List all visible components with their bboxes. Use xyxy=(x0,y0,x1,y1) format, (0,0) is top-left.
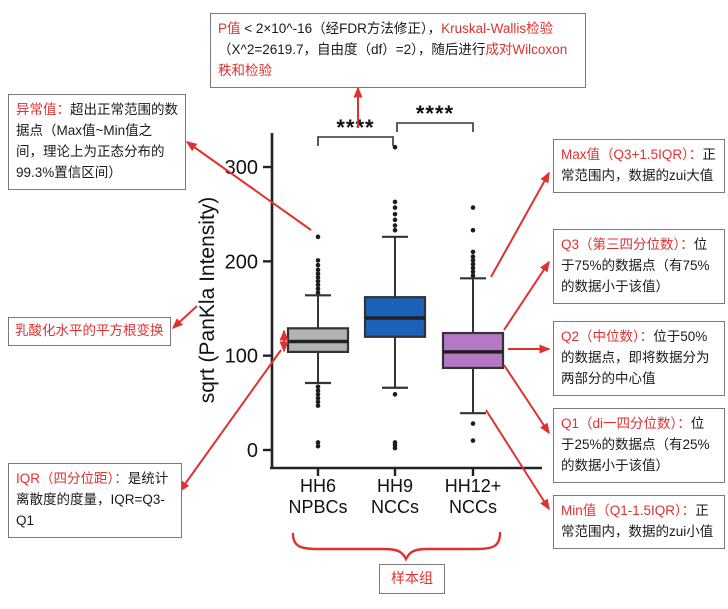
sqrt-transform-label: 乳酸化水平的平方根变换 xyxy=(15,323,164,338)
outlier-annotation: 异常值：超出正常范围的数据点（Max值~Min值之间，理论上为正态分布的99.3… xyxy=(8,94,186,190)
outlier-0-3 xyxy=(315,278,321,284)
ytick-label-300: 300 xyxy=(225,157,258,179)
sig-stars-1: **** xyxy=(416,101,454,126)
outlier-0-17 xyxy=(315,443,321,449)
outlier-1-2 xyxy=(392,217,398,223)
chart-layer: 0 100 200 300 sqrt (PanKla Intensity) HH6NPBC… xyxy=(196,101,542,517)
outlier-0-6 xyxy=(315,267,321,273)
q1-connector xyxy=(503,364,550,435)
xlabel-1-line1: HH9 xyxy=(377,476,413,496)
outlier-2-1 xyxy=(470,269,476,275)
outlier-0-7 xyxy=(315,262,321,268)
max-annotation: Max值（Q3+1.5IQR）：正常范围内，数据的zui大值 xyxy=(553,139,725,193)
outlier-0-8 xyxy=(315,258,321,263)
outlier-2-0 xyxy=(470,273,476,278)
min-connector xyxy=(485,409,550,511)
outlier-0-11 xyxy=(315,388,321,393)
outlier-1-4 xyxy=(392,205,398,210)
outlier-1-7 xyxy=(392,392,398,397)
pvalue-seg-2: < 2×10^-16（经FDR方法修正）， xyxy=(240,21,442,36)
outlier-0-12 xyxy=(315,392,321,397)
min-annotation-term: Min值（Q1-1.5IQR）： xyxy=(561,503,696,518)
iqr-annotation-term: IQR（四分位距）： xyxy=(16,471,128,486)
sqrt-transform-arrow xyxy=(171,305,198,330)
outlier-0-1 xyxy=(315,286,321,291)
q1-annotation-term: Q1（di一四分位数）： xyxy=(561,416,691,431)
q3-annotation-term: Q3（第三四分位数）： xyxy=(561,237,694,252)
outlier-0-15 xyxy=(315,403,321,408)
sig-stars-0: **** xyxy=(336,115,374,140)
outlier-0-10 xyxy=(315,384,321,390)
xlabel-2-line2: NCCs xyxy=(449,497,497,517)
outlier-2-10 xyxy=(470,438,476,443)
pvalue-seg-1: P值 xyxy=(218,21,241,36)
q2-annotation-body: 位于50%的数据点，即将数据分为两部分的中心值 xyxy=(561,329,710,386)
ytick-label-200: 200 xyxy=(225,251,258,273)
outlier-annotation-body: 超出正常范围的数据点（Max值~Min值之间，理论上为正态分布的99.3%置信区… xyxy=(16,102,178,180)
outlier-0-16 xyxy=(315,440,321,445)
sig-bracket-1 xyxy=(396,122,474,132)
outlier-0-4 xyxy=(315,275,321,280)
outlier-1-6 xyxy=(392,144,398,150)
max-annotation-term: Max值（Q3+1.5IQR）： xyxy=(561,147,703,162)
min-annotation-body: 正常范围内，数据的zui小值 xyxy=(561,503,714,539)
q3-annotation: Q3（第三四分位数）：位于75%的数据点（有75%的数据小于该值） xyxy=(553,229,725,304)
outlier-2-2 xyxy=(470,265,476,271)
iqr-annotation: IQR（四分位距）：是统计离散度的度量，IQR=Q3-Q1 xyxy=(8,463,182,538)
iqr-annotation-body: 是统计离散度的度量，IQR=Q3-Q1 xyxy=(16,471,169,528)
xlabel-0-line2: NPBCs xyxy=(288,497,347,517)
outlier-2-7 xyxy=(470,227,476,233)
ytick-label-100: 100 xyxy=(225,346,258,368)
outlier-1-1 xyxy=(392,223,398,228)
max-connector xyxy=(490,171,550,278)
q2-annotation-term: Q2（中位数）： xyxy=(561,329,654,344)
outlier-2-6 xyxy=(470,249,476,255)
xlabel-0-line1: HH6 xyxy=(300,476,336,496)
outlier-2-9 xyxy=(470,421,476,426)
outlier-2-4 xyxy=(470,258,476,263)
min-annotation: Min值（Q1-1.5IQR）：正常范围内，数据的zui小值 xyxy=(553,495,725,549)
q1-annotation: Q1（di一四分位数）：位于25%的数据点（有25%的数据小于该值） xyxy=(553,408,725,483)
outlier-0-5 xyxy=(315,271,321,276)
q1-annotation-body: 位于25%的数据点（有25%的数据小于该值） xyxy=(561,416,710,473)
pvalue-annotation: P值 < 2×10^-16（经FDR方法修正），Kruskal-Wallis检验… xyxy=(210,13,586,88)
outlier-0-13 xyxy=(315,395,321,401)
sample-group-brace xyxy=(291,531,502,562)
sample-group-annotation: 样本组 xyxy=(379,564,445,594)
outlier-2-3 xyxy=(470,261,476,267)
annotation-connectors xyxy=(171,86,551,562)
outlier-2-5 xyxy=(470,254,476,259)
outlier-0-14 xyxy=(315,399,321,405)
sqrt-transform-annotation: 乳酸化水平的平方根变换 xyxy=(8,317,171,346)
iqr-connector xyxy=(179,349,282,493)
sig-bracket-0 xyxy=(317,136,394,146)
sample-group-label: 样本组 xyxy=(391,570,433,586)
xlabel-2-line1: HH12+ xyxy=(445,476,502,496)
q3-annotation-body: 位于75%的数据点（有75%的数据小于该值） xyxy=(561,237,710,294)
q2-annotation: Q2（中位数）：位于50%的数据点，即将数据分为两部分的中心值 xyxy=(553,321,725,396)
outlier-1-0 xyxy=(392,227,398,233)
outlier-0-2 xyxy=(315,282,321,288)
y-axis-title: sqrt (PanKla Intensity) xyxy=(196,197,219,404)
outlier-annotation-term: 异常值： xyxy=(16,102,70,117)
outlier-2-8 xyxy=(470,205,476,210)
pvalue-seg-4: （X^2=2619.7，自由度（df）=2），随后进行 xyxy=(218,41,486,57)
outlier-connector xyxy=(185,141,312,231)
pvalue-seg-3: Kruskal-Wallis检验 xyxy=(441,21,554,36)
outlier-1-3 xyxy=(392,211,398,217)
ytick-label-0: 0 xyxy=(247,440,258,462)
max-annotation-body: 正常范围内，数据的zui大值 xyxy=(561,147,716,183)
outlier-1-5 xyxy=(392,199,398,205)
outlier-0-9 xyxy=(315,234,321,240)
pvalue-seg-5: 成对Wilcoxon秩和检验 xyxy=(218,41,568,78)
q3-connector xyxy=(503,260,550,331)
xlabel-1-line2: NCCs xyxy=(371,497,419,517)
outlier-1-10 xyxy=(392,445,398,451)
outlier-0-0 xyxy=(315,290,321,295)
